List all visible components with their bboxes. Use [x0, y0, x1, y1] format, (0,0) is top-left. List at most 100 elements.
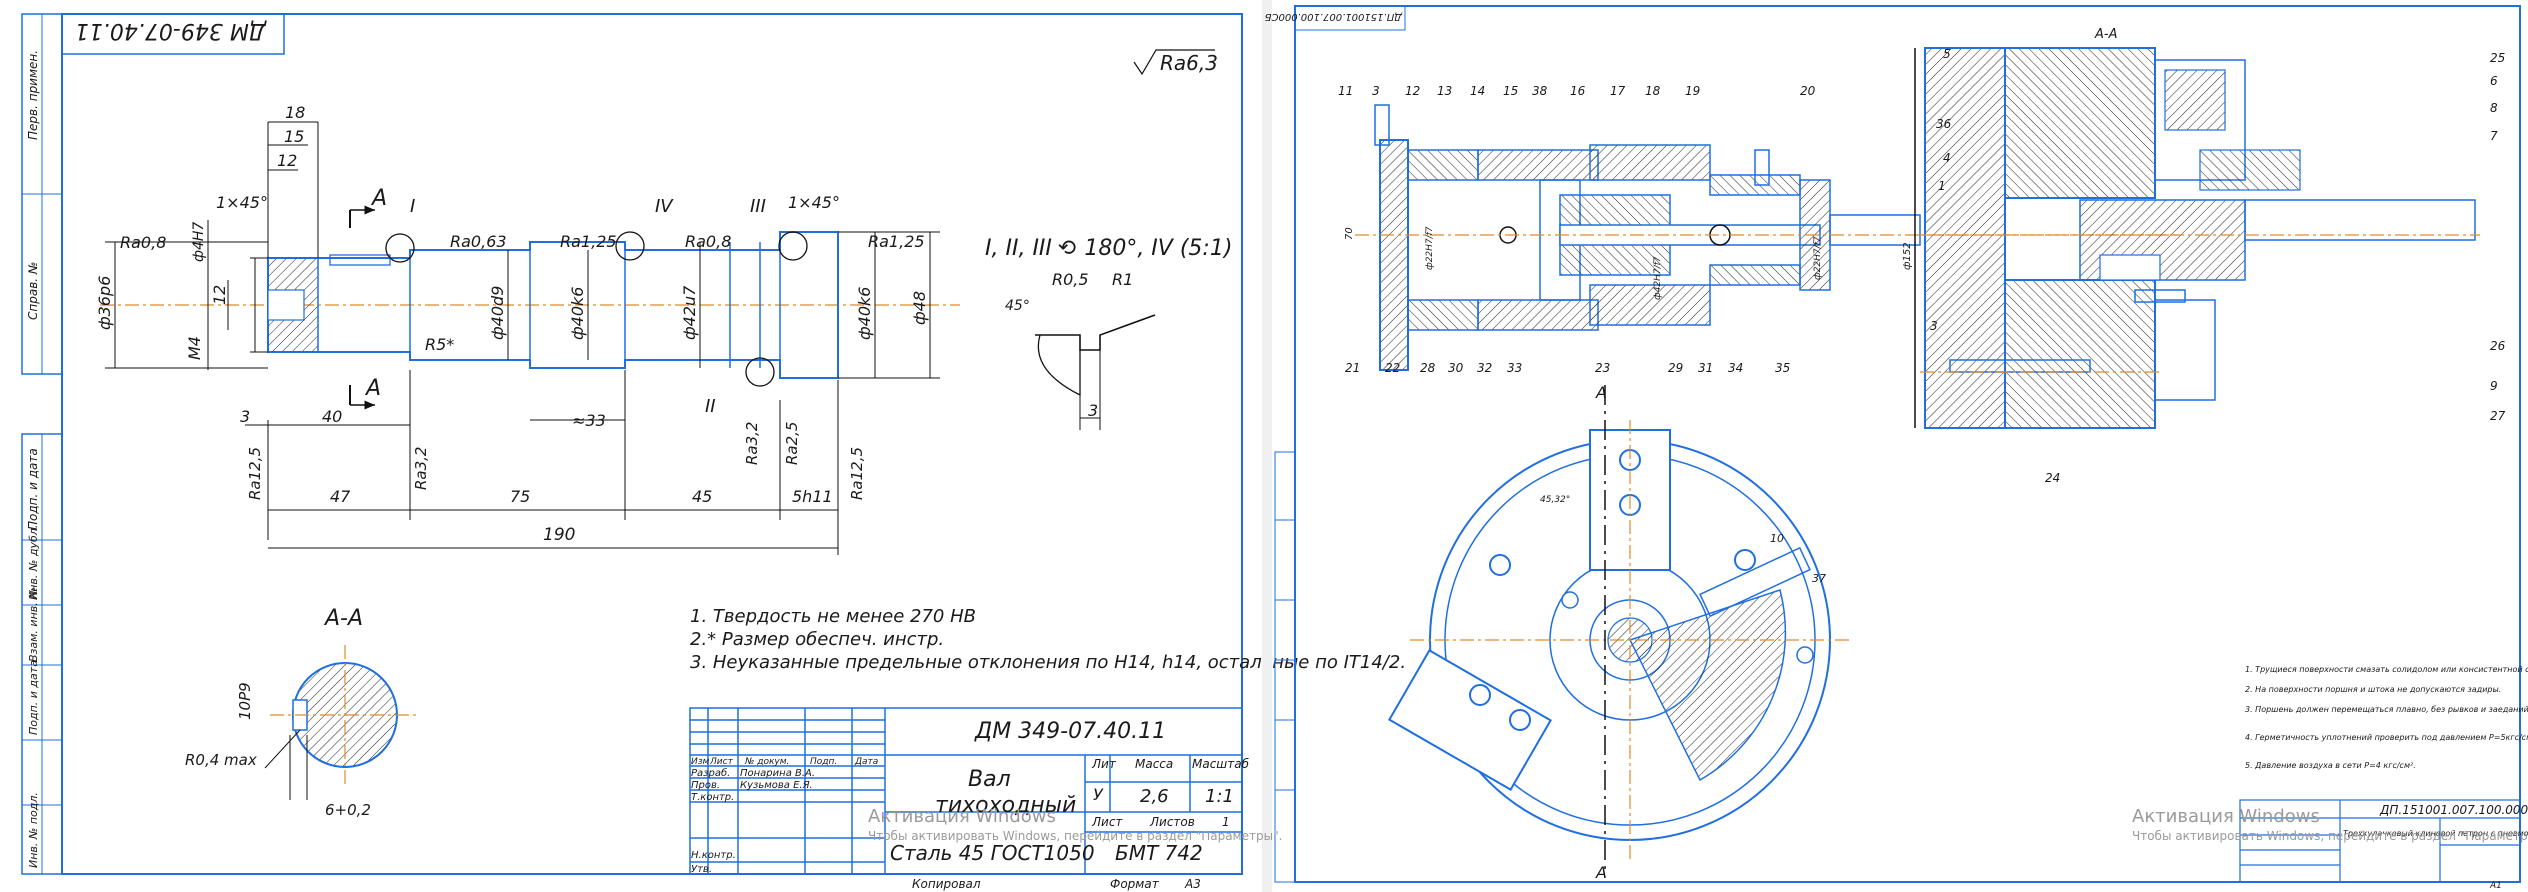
- dim-text: 3: [1088, 401, 1098, 420]
- format-value: А1: [2489, 881, 2502, 891]
- sheets-value: 1: [1222, 815, 1230, 829]
- sheet-label: Лист: [1091, 815, 1123, 829]
- roman-mark: IV: [655, 196, 674, 217]
- section-title: А-А: [2094, 27, 2117, 42]
- dim-text: 10Р9: [236, 682, 254, 720]
- note-line: 3. Неуказанные предельные отклонения по …: [690, 652, 1406, 673]
- format-label: Формат: [1110, 877, 1160, 891]
- callout: 32: [1477, 361, 1492, 375]
- drawing-code: ДП.151001.007.100.000СБ: [2379, 803, 2528, 817]
- callout: 29: [1668, 361, 1683, 375]
- watermark-line: Чтобы активировать Windows, перейдите в …: [2132, 829, 2528, 843]
- organization: БМТ 742: [1115, 841, 1203, 865]
- right-sheet: ДП.151001.007.100.000СБ 11 3: [1265, 5, 2528, 891]
- role-label: Н.контр.: [691, 850, 736, 861]
- side-label: Инв. № дубл.: [27, 525, 40, 600]
- callout: 16: [1570, 84, 1586, 98]
- dim-text: 3: [240, 407, 250, 426]
- dim-text: ф48: [910, 291, 929, 325]
- callout: 9: [2490, 379, 2498, 393]
- role-label: Утв.: [691, 864, 712, 875]
- part-name: тихоходный: [935, 793, 1076, 818]
- chuck-front-view: А А 10 37 45,32°: [1388, 383, 1850, 882]
- dim-text: ф42H7/f7: [1653, 256, 1663, 300]
- dim-text: ф42u7: [680, 285, 699, 340]
- left-notes: 1. Твердость не менее 270 НВ 2.* Размер …: [690, 606, 1406, 673]
- roman-mark: I: [410, 196, 415, 217]
- callout: 26: [2490, 339, 2506, 353]
- callout: 13: [1437, 84, 1452, 98]
- lit-value: У: [1093, 785, 1104, 804]
- callout: 18: [1645, 84, 1661, 98]
- roughness-mark: Ra3,2: [412, 447, 430, 490]
- chuck-section: А-А: [1914, 27, 2480, 429]
- callout: 7: [2490, 129, 2498, 143]
- dim-text: ф22H7/f7: [1813, 236, 1823, 280]
- screen-divider: [1262, 0, 1272, 892]
- dim-text: ф40k6: [855, 287, 874, 340]
- callout: 6: [2490, 74, 2498, 88]
- developer-name: Понарина В.А.: [740, 768, 815, 779]
- roughness-mark: Ra0,8: [120, 233, 166, 252]
- roughness-mark: Ra12,5: [246, 447, 264, 500]
- scale-value: 1:1: [1205, 786, 1234, 807]
- section-letter: А: [1595, 383, 1607, 402]
- dimension-texts: 18 15 12 1×45° 1×45° ф36р6 ф4Н7 ф40d9 ф4…: [95, 103, 929, 545]
- callout: 24: [2045, 471, 2060, 485]
- dim-text: 47: [330, 487, 351, 506]
- col-label: Масса: [1135, 757, 1173, 771]
- callout: 1: [1938, 179, 1946, 193]
- dim-text: 40: [322, 407, 342, 426]
- note-line: 3. Поршень должен перемещаться плавно, б…: [2245, 705, 2528, 714]
- watermark-line: Чтобы активировать Windows, перейдите в …: [868, 829, 1282, 843]
- side-label: Справ. №: [26, 262, 40, 320]
- col-label: Лит: [1091, 757, 1117, 771]
- dim-text: ф4Н7: [191, 222, 207, 262]
- section-letter: А: [1595, 863, 1607, 882]
- callout: 19: [1685, 84, 1700, 98]
- callout: 27: [2490, 409, 2506, 423]
- activation-watermark-left: Активация Windows Чтобы активировать Win…: [868, 806, 1282, 843]
- assembly-name: Трехкулачковый клиновой патрон с пневмоц…: [2343, 829, 2528, 838]
- dim-text: 1×45°: [788, 193, 840, 212]
- dim-text: 45,32°: [1540, 495, 1570, 505]
- row-header: Подп.: [810, 757, 837, 767]
- dim-text: 70: [1344, 227, 1355, 240]
- dim-text: R1: [1112, 270, 1133, 289]
- callout: 23: [1595, 361, 1610, 375]
- section-letter: A: [364, 376, 381, 401]
- callout: 12: [1405, 84, 1420, 98]
- left-side-strip: Перв. примен. Справ. № Подп. и дата Инв.…: [21, 13, 63, 875]
- callout: 14: [1470, 84, 1485, 98]
- part-name: Вал: [968, 767, 1011, 792]
- dim-text: R0,4 max: [185, 751, 257, 769]
- side-label: Инв. № подл.: [27, 792, 40, 868]
- dim-text: 12: [210, 285, 229, 305]
- note-line: 5. Давление воздуха в сети Р=4 кгс/см².: [2245, 761, 2416, 770]
- dim-text: 45: [692, 487, 712, 506]
- dim-text: 75: [510, 487, 530, 506]
- dim-text: R0,5: [1052, 270, 1089, 289]
- callout: 8: [2490, 101, 2498, 115]
- roman-mark: II: [705, 396, 716, 417]
- role-label: Разраб.: [691, 767, 730, 779]
- callout: 25: [2490, 51, 2505, 65]
- callout: 31: [1698, 361, 1713, 375]
- right-sheet-frame: [1294, 5, 2521, 883]
- dim-text: ≈33: [572, 411, 606, 430]
- role-label: Т.контр.: [691, 792, 734, 803]
- callout: 22: [1385, 361, 1400, 375]
- right-side-strip: [1274, 451, 1296, 883]
- dim-text: ф36р6: [95, 276, 114, 330]
- dim-text: 190: [543, 525, 575, 545]
- dim-text: М4: [185, 336, 204, 360]
- dim-text: R5*: [425, 335, 454, 354]
- dim-text: 18: [285, 103, 305, 122]
- note-line: 1. Трущиеся поверхности смазать солидоло…: [2245, 665, 2528, 674]
- view-label: I, II, III ⟲ 180°, IV (5:1): [985, 236, 1232, 261]
- right-title-block: [2239, 799, 2521, 883]
- callout: 20: [1800, 84, 1816, 98]
- detail-view: I, II, III ⟲ 180°, IV (5:1) R0,5 R1 45° …: [985, 236, 1232, 430]
- section-title: А-А: [323, 606, 363, 631]
- row-header: Лист: [709, 757, 734, 767]
